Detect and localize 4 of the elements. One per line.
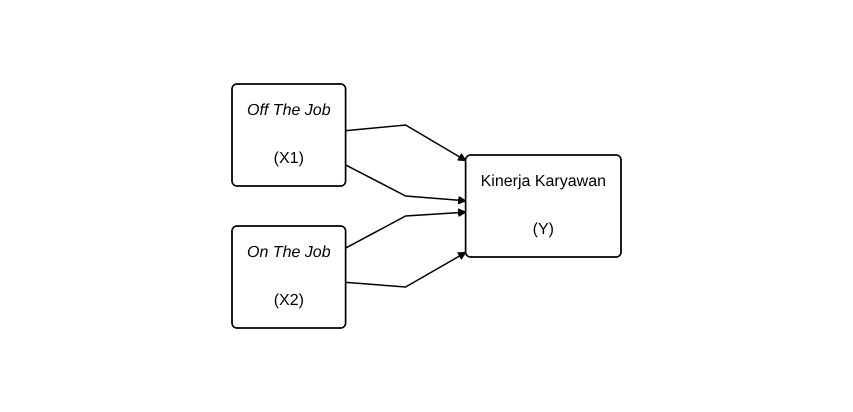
arrow (346, 124, 466, 162)
arrow (346, 164, 466, 205)
arrow (346, 252, 466, 288)
arrow (346, 208, 466, 248)
